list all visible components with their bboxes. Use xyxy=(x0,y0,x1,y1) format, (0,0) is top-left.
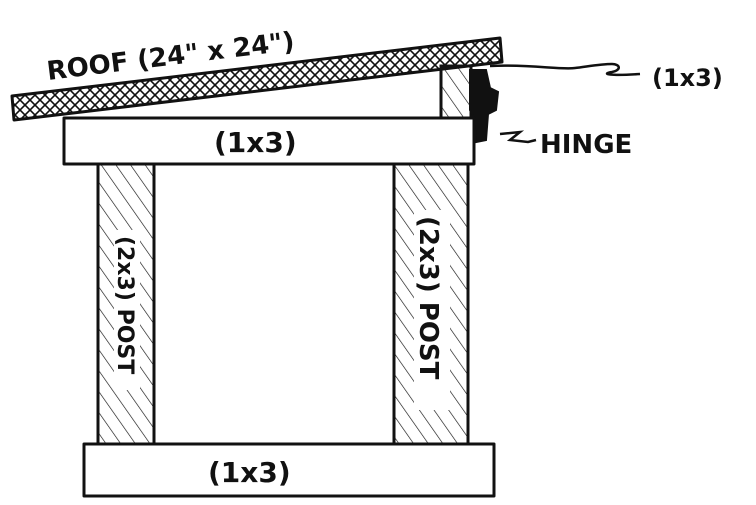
left-post-label: (2x3) POST xyxy=(112,236,137,374)
hinge-board-label: (1x3) xyxy=(652,64,723,92)
hinge-label: HINGE xyxy=(540,130,632,160)
hinge-leader-line xyxy=(489,62,641,77)
hinge-icon xyxy=(469,69,500,144)
bottom-board-label: (1x3) xyxy=(208,456,291,489)
hinge-block xyxy=(439,64,473,120)
hinge-arrow xyxy=(499,130,537,144)
top-board-label: (1x3) xyxy=(214,126,297,159)
right-post-label: (2x3) POST xyxy=(413,216,443,380)
roof-panel xyxy=(10,36,504,122)
bottom-board xyxy=(82,442,496,498)
top-board xyxy=(62,116,476,166)
